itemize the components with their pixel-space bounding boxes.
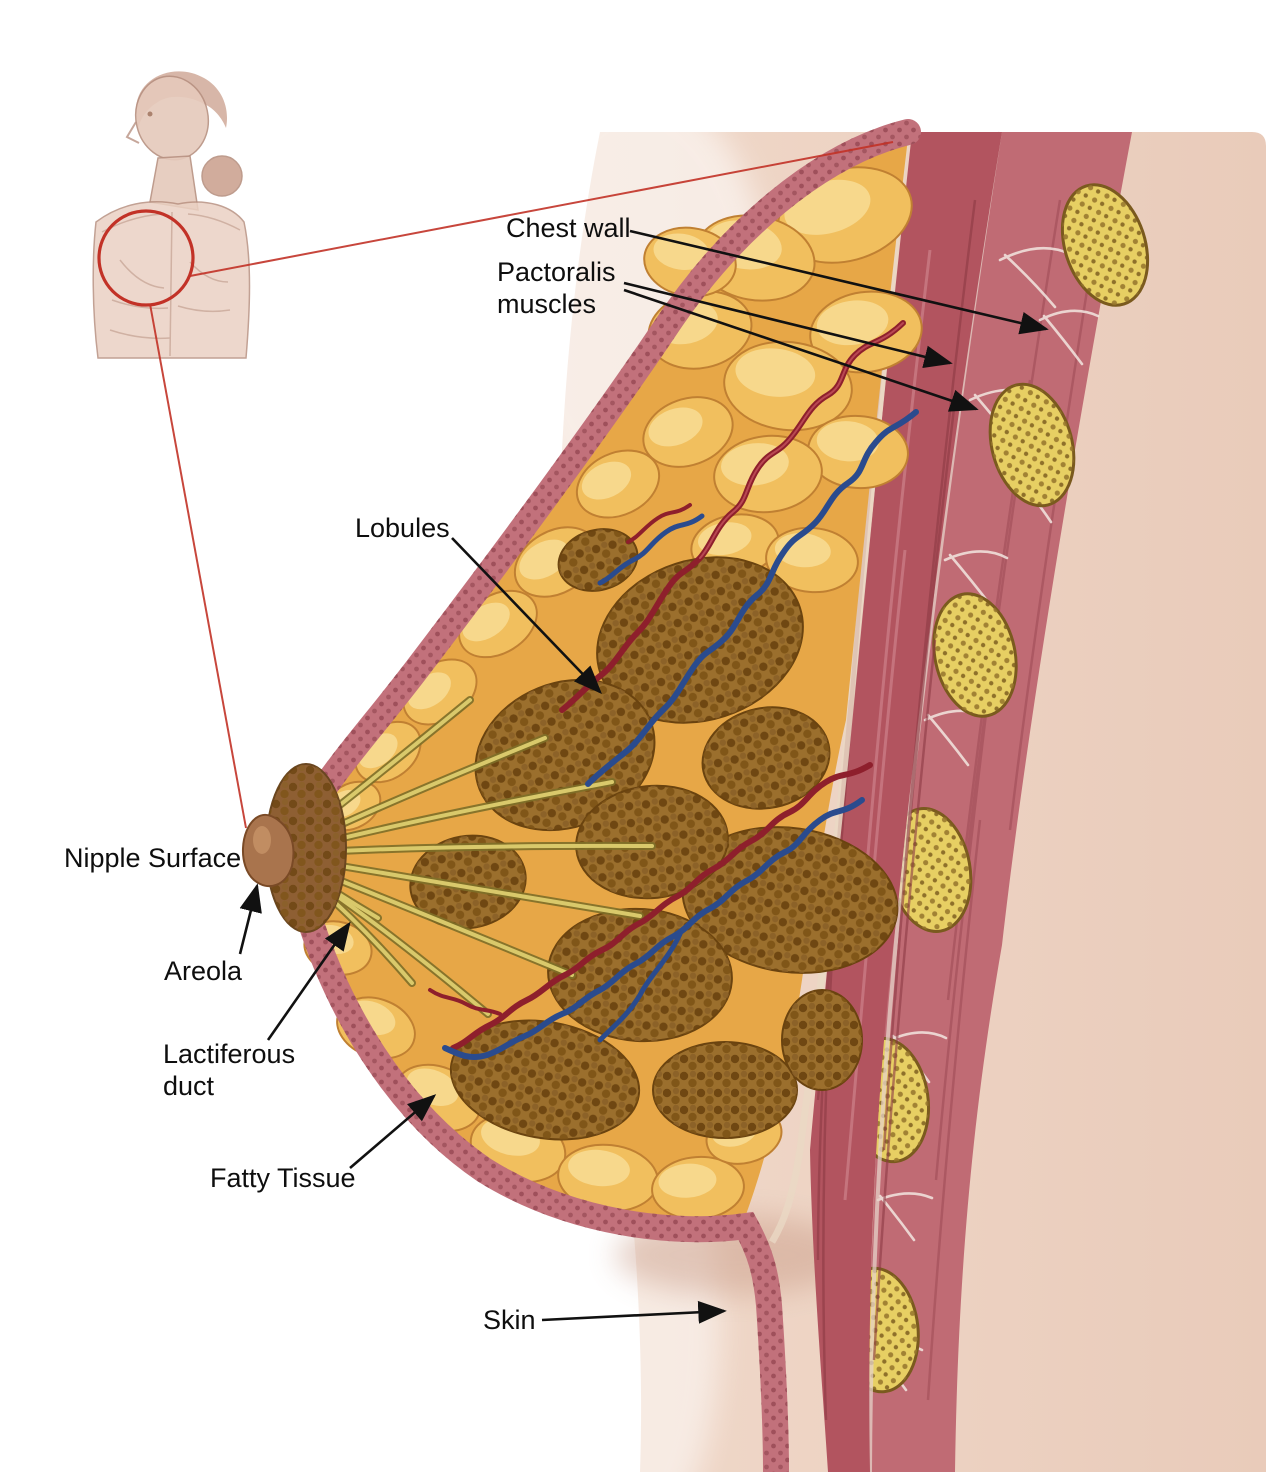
blood-vessels [428, 320, 919, 1060]
pectoralis-arrow-2 [623, 288, 979, 412]
skin-arrow [541, 1300, 727, 1324]
vein-branch [597, 931, 683, 1043]
lactiferous-duct-arrow [266, 921, 351, 1041]
label-fatty-tissue: Fatty Tissue [210, 1163, 356, 1193]
zoom-projection-lines [149, 141, 894, 829]
annotation-arrows [238, 229, 1049, 1324]
artery-small [428, 988, 502, 1016]
lobules-arrow [451, 537, 602, 695]
vein [585, 409, 919, 787]
fatty-tissue-arrow [349, 1094, 437, 1169]
artery [450, 762, 873, 1051]
vein-small [597, 513, 705, 586]
nipple [241, 813, 295, 888]
pectoralis-arrow-1 [623, 281, 953, 368]
label-chest-wall: Chest wall [506, 213, 631, 243]
vein [442, 797, 865, 1060]
label-pectoralis-muscles: Pactoralis muscles [497, 257, 616, 319]
label-nipple-surface: Nipple Surface [64, 843, 242, 873]
body-inset-illustration [92, 71, 251, 359]
chest-wall-arrow [629, 229, 1049, 335]
retromammary-fascia [768, 139, 909, 1244]
areola-arrow [238, 883, 262, 955]
artery-small [626, 503, 692, 544]
label-areola: Areola [164, 956, 243, 986]
label-skin: Skin [483, 1305, 536, 1335]
zoom-circle [97, 209, 195, 307]
label-lobules: Lobules [355, 513, 450, 543]
label-lactiferous-duct: Lactiferous duct [163, 1039, 296, 1101]
